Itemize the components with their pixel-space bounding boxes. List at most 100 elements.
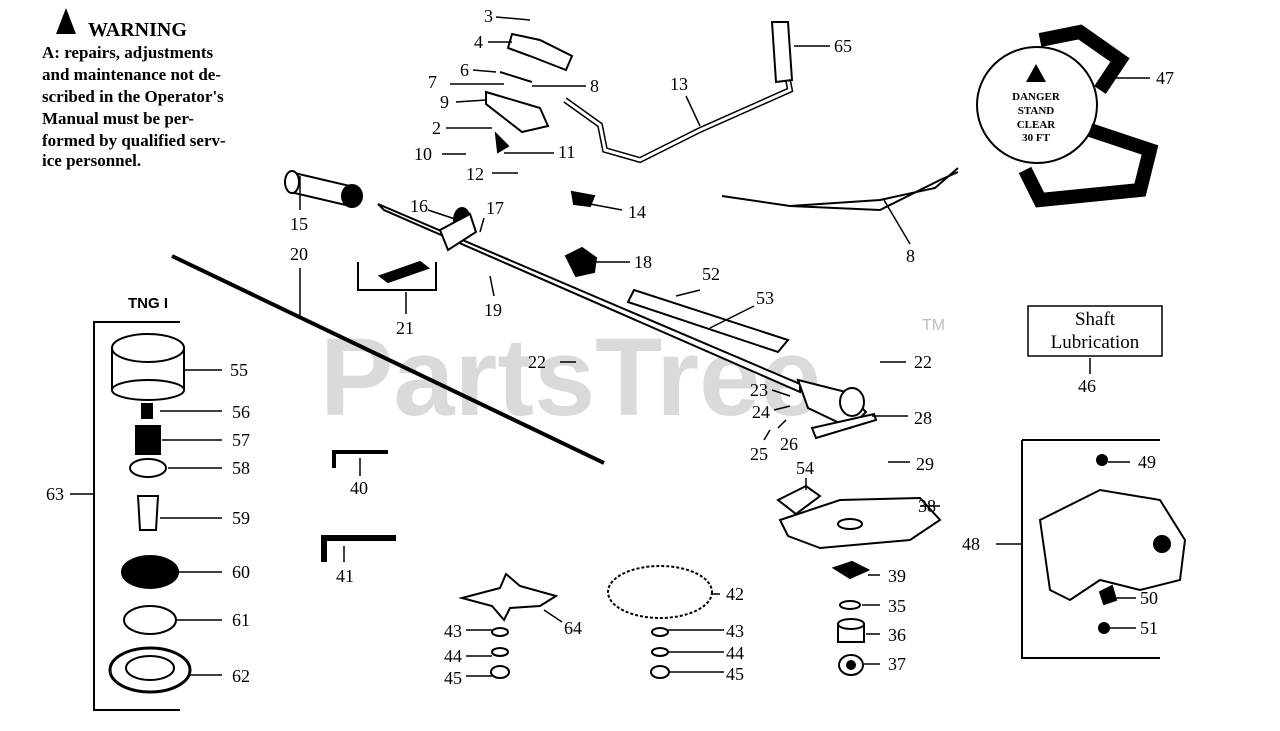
warning-block: WARNING A: repairs, adjustments and main…	[42, 8, 226, 170]
gear-plate	[810, 412, 878, 440]
washer-44b	[651, 647, 669, 657]
tng-label: TNG I	[128, 295, 168, 312]
callout-17: 17	[486, 198, 504, 218]
callout-44-right: 44	[726, 643, 744, 663]
callout-48: 48	[962, 534, 980, 554]
callout-37: 37	[888, 654, 906, 674]
part-58	[129, 458, 167, 478]
callout-labels: 3 4 6 7 8 9 2 10 11 12 13 65 47 8 14 15 …	[46, 6, 1174, 688]
watermark-tm: TM	[922, 317, 945, 334]
saw-blade	[607, 565, 713, 619]
callout-54: 54	[796, 458, 814, 478]
callout-43-right: 43	[726, 621, 744, 641]
shaft-box-line-2: Lubrication	[1051, 332, 1140, 353]
warning-triangle-icon	[56, 8, 76, 34]
shield-hole	[837, 518, 863, 530]
callout-55: 55	[230, 360, 248, 380]
knob-18	[564, 246, 598, 278]
part-59	[136, 495, 160, 531]
callout-49: 49	[1138, 452, 1156, 472]
callout-14: 14	[628, 202, 646, 222]
wire-harness	[721, 167, 959, 208]
leader-lines	[70, 16, 1150, 677]
callout-45-right: 45	[726, 664, 744, 684]
callout-50: 50	[1140, 588, 1158, 608]
callout-20: 20	[290, 244, 308, 264]
wire-harness-2	[789, 171, 959, 212]
callout-60: 60	[232, 562, 250, 582]
warning-line-3: scribed in the Operator's	[42, 87, 224, 106]
callout-36: 36	[888, 625, 906, 645]
throttle-trigger	[485, 90, 550, 134]
callout-63: 63	[46, 484, 64, 504]
callout-26: 26	[780, 434, 798, 454]
warning-line-2: and maintenance not de-	[42, 65, 221, 84]
loop-handle-inner	[564, 39, 792, 162]
part-50	[1098, 584, 1118, 606]
grip-part	[284, 170, 363, 208]
callout-19: 19	[484, 300, 502, 320]
callout-12: 12	[466, 164, 484, 184]
decal-warning-icon	[1026, 64, 1046, 82]
decal-line-1: DANGER	[1012, 91, 1061, 103]
part-39	[831, 560, 871, 580]
bracket-21	[357, 262, 437, 291]
callout-6: 6	[460, 60, 469, 80]
callout-2: 2	[432, 118, 441, 138]
trigger-spring	[494, 131, 510, 154]
warning-line-6: ice personnel.	[42, 151, 141, 170]
strip-52	[626, 288, 790, 354]
part-35	[839, 600, 861, 610]
part-51	[1098, 622, 1110, 634]
harness-decal-disc	[976, 46, 1098, 164]
part-56	[141, 403, 153, 419]
callout-22-left: 22	[528, 352, 546, 372]
hex-wrench-40	[332, 450, 388, 468]
part-61	[123, 605, 177, 635]
callout-65: 65	[834, 36, 852, 56]
decal-line-2: STAND	[1018, 105, 1055, 117]
callout-22-right: 22	[914, 352, 932, 372]
screw-21	[377, 260, 431, 284]
callout-61: 61	[232, 610, 250, 630]
harness-strap-1	[1038, 24, 1130, 94]
callout-40: 40	[350, 478, 368, 498]
nut-45b	[650, 665, 670, 679]
clamp-body	[438, 212, 478, 252]
guard-frame	[1021, 440, 1160, 659]
pin-7	[499, 71, 533, 83]
part-49	[1096, 454, 1108, 466]
main-tube	[377, 203, 801, 394]
callout-52: 52	[702, 264, 720, 284]
callout-62: 62	[232, 666, 250, 686]
callout-8-top: 8	[590, 76, 599, 96]
blade-64	[458, 572, 559, 622]
warning-line-4: Manual must be per-	[42, 109, 194, 128]
drive-shaft	[171, 254, 605, 465]
washer-43b	[651, 627, 669, 637]
callout-7: 7	[428, 72, 437, 92]
callout-8-wire: 8	[906, 246, 915, 266]
callout-24: 24	[752, 402, 770, 422]
callout-58: 58	[232, 458, 250, 478]
callout-57: 57	[232, 430, 250, 450]
handle-grip	[770, 21, 794, 84]
callout-53: 53	[756, 288, 774, 308]
trimmer-guard	[1038, 488, 1187, 602]
callout-56: 56	[232, 402, 250, 422]
warning-line-1: A: repairs, adjustments	[42, 43, 213, 62]
callout-46: 46	[1078, 376, 1096, 396]
callout-41: 41	[336, 566, 354, 586]
callout-9: 9	[440, 92, 449, 112]
hex-wrench-41	[321, 535, 396, 562]
callout-11: 11	[558, 142, 575, 162]
callout-44-left: 44	[444, 646, 462, 666]
callout-64: 64	[564, 618, 582, 638]
callout-28: 28	[914, 408, 932, 428]
callout-35: 35	[888, 596, 906, 616]
callout-45-left: 45	[444, 668, 462, 688]
throttle-housing	[506, 32, 574, 72]
callout-47: 47	[1156, 68, 1174, 88]
